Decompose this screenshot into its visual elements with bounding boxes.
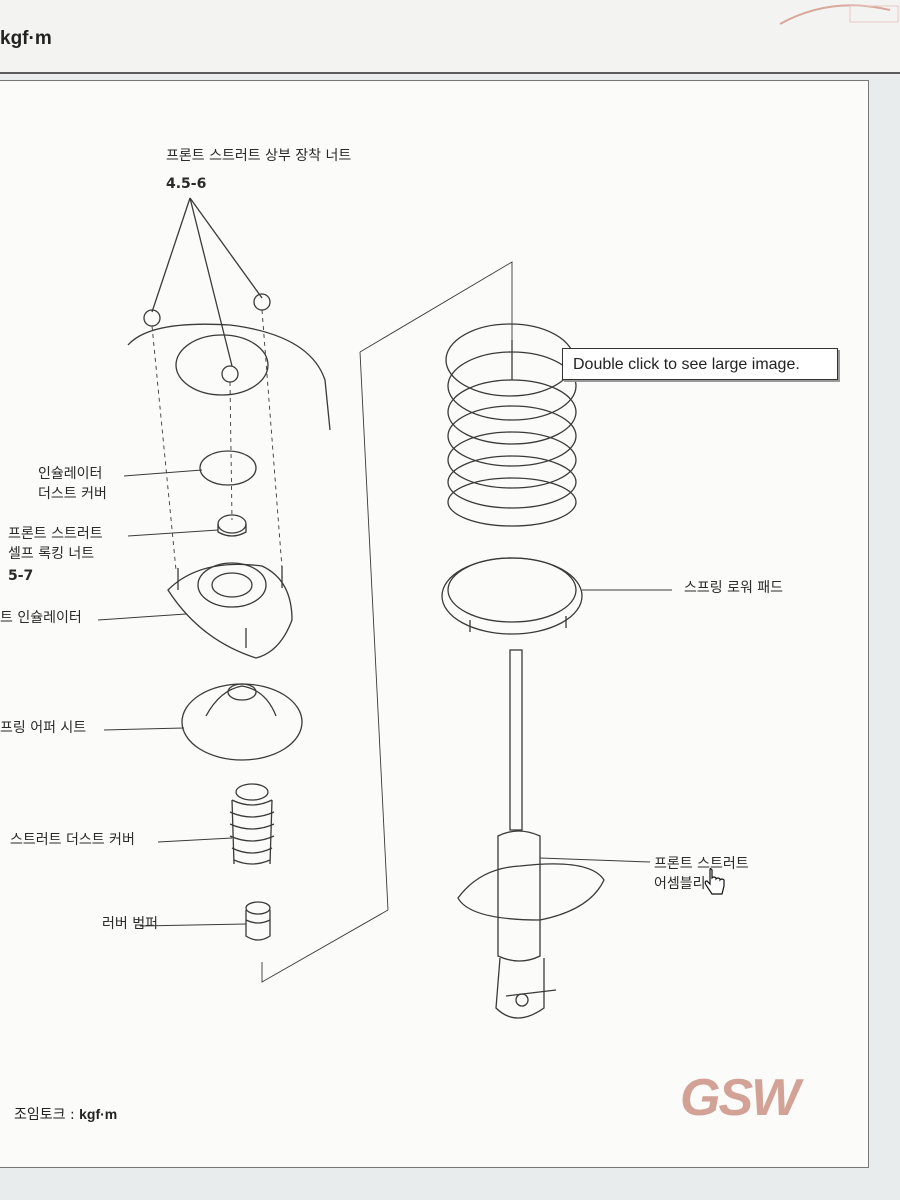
insulator-label: 트 인슐레이터 [0,610,82,626]
spring-upper-seat [181,683,303,761]
self-locking-nut-torque: 5-7 [8,568,34,584]
spring-lower-pad-label: 스프링 로워 패드 [684,580,784,596]
top-nut-torque: 4.5-6 [166,176,207,192]
self-locking-nut-label-1: 프론트 스트러트 [8,526,103,542]
top-mount-nuts [143,293,271,383]
perspective-plane [261,261,513,983]
self-locking-nut [217,514,247,537]
insulator-dust-cover-label-2: 더스트 커버 [38,486,107,502]
rubber-bumper [245,901,271,941]
strut-assembly-label-2: 어셈블리 [654,876,706,892]
image-tooltip: Double click to see large image. [562,348,838,380]
torque-footer-unit: kgf·m [79,1106,118,1122]
insulator-dust-cover-label-1: 인슐레이터 [38,466,103,482]
diagram-sheet[interactable] [0,80,869,1168]
hand-cursor-icon [704,868,725,895]
top-nut-title: 프론트 스트러트 상부 장착 너트 [166,148,352,164]
insulator-dust-cover [199,450,257,486]
label-leaders [97,469,672,927]
strut-insulator [167,562,293,659]
strut-dust-cover-label: 스트러트 더스트 커버 [10,832,135,848]
unit-label: kgf·m [0,28,52,49]
torque-footer-label: 조임토크 : [14,1107,75,1123]
title-bar: kgf·m [0,0,900,74]
strut-assembly-label-1: 프론트 스트러트 [654,856,749,872]
gsw-logo: GSW [680,1069,800,1127]
corner-logo-icon [779,4,899,25]
nut-leader-lines [151,197,263,367]
self-locking-nut-label-2: 셀프 록킹 너트 [8,546,95,562]
coil-spring [445,323,577,527]
front-strut-assembly [457,649,605,1019]
rubber-bumper-label: 러버 범퍼 [102,916,158,932]
strut-tower-panel [127,323,331,431]
construction-lines [151,309,283,571]
torque-footer: 조임토크 : kgf·m [14,1104,117,1124]
spring-upper-seat-label: 프링 어퍼 시트 [0,720,87,736]
strut-dust-cover-bellows [229,783,275,865]
spring-lower-pad [441,557,583,635]
